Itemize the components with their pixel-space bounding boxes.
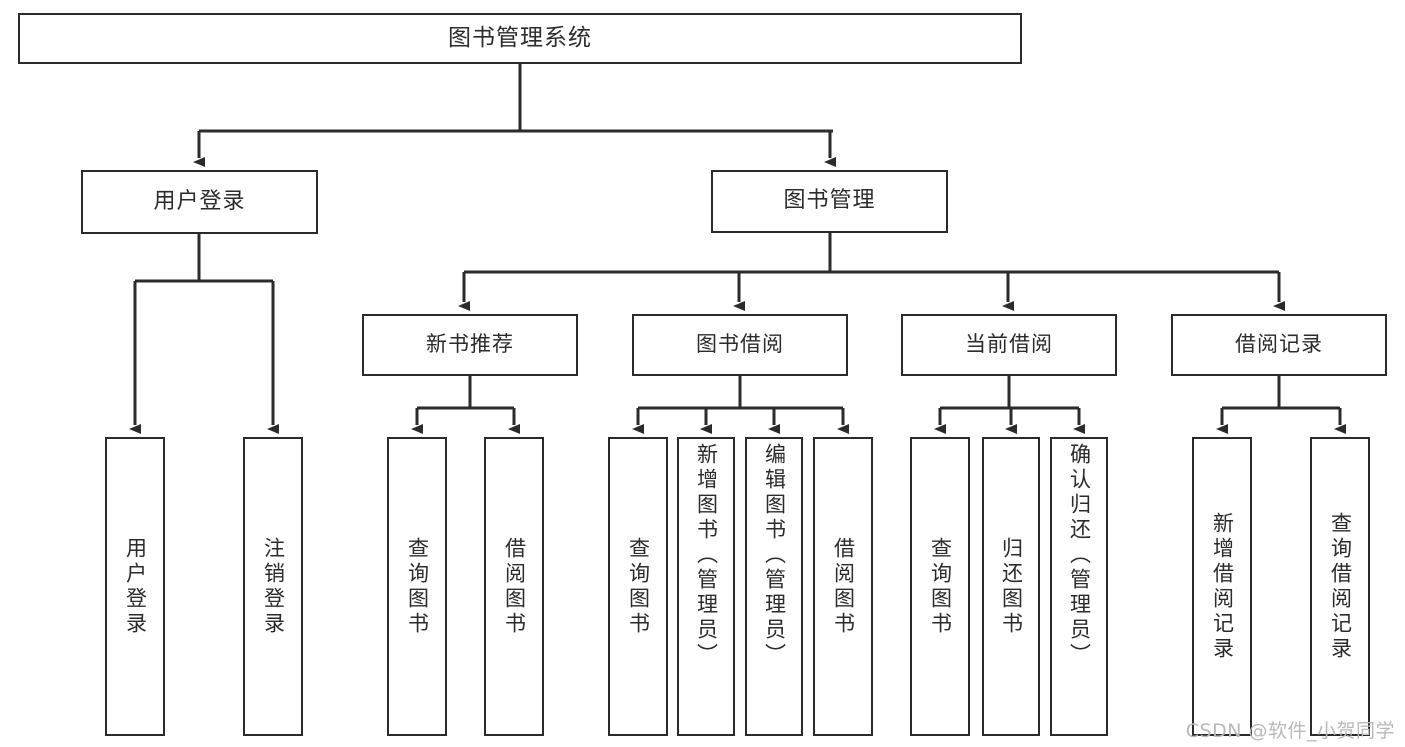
node-book-borrow-label: 图书借阅 (696, 332, 784, 357)
node-borrow-record[interactable]: 借阅记录 (1171, 314, 1387, 376)
node-leaf-query-book-recommend-label: 查询图书 (405, 536, 430, 637)
node-leaf-add-book-admin-label: 新增图书（管理员） (694, 443, 719, 668)
node-leaf-add-borrow-record-label: 新增借阅记录 (1210, 511, 1235, 662)
node-leaf-logout-label: 注销登录 (261, 536, 286, 637)
node-user-login[interactable]: 用户登录 (81, 170, 318, 234)
node-leaf-borrow-book-borrow[interactable]: 借阅图书 (813, 437, 873, 736)
node-leaf-logout[interactable]: 注销登录 (243, 437, 303, 736)
node-current-borrow[interactable]: 当前借阅 (901, 314, 1117, 376)
node-leaf-confirm-return-admin-label: 确认归还（管理员） (1067, 443, 1092, 668)
node-leaf-query-book-borrow-label: 查询图书 (626, 536, 651, 637)
node-leaf-user-login[interactable]: 用户登录 (105, 437, 165, 736)
node-current-borrow-label: 当前借阅 (965, 332, 1053, 357)
node-leaf-edit-book-admin-label: 编辑图书（管理员） (762, 443, 787, 668)
node-user-login-label: 用户登录 (153, 188, 246, 214)
node-leaf-edit-book-admin[interactable]: 编辑图书（管理员） (745, 437, 803, 736)
node-leaf-query-book-recommend[interactable]: 查询图书 (387, 437, 447, 736)
node-root[interactable]: 图书管理系统 (18, 13, 1022, 64)
node-leaf-return-book-label: 归还图书 (999, 536, 1024, 637)
node-leaf-borrow-book-recommend-label: 借阅图书 (502, 536, 527, 637)
node-leaf-query-book-current[interactable]: 查询图书 (910, 437, 970, 736)
node-leaf-query-borrow-record[interactable]: 查询借阅记录 (1310, 437, 1370, 736)
csdn-watermark: CSDN @软件_小贺同学 (1185, 720, 1395, 742)
node-leaf-return-book[interactable]: 归还图书 (982, 437, 1040, 736)
node-leaf-add-borrow-record[interactable]: 新增借阅记录 (1192, 437, 1252, 736)
node-leaf-user-login-label: 用户登录 (123, 536, 148, 637)
node-borrow-record-label: 借阅记录 (1235, 332, 1323, 357)
node-leaf-add-book-admin[interactable]: 新增图书（管理员） (677, 437, 735, 736)
node-leaf-confirm-return-admin[interactable]: 确认归还（管理员） (1050, 437, 1108, 736)
node-book-borrow[interactable]: 图书借阅 (632, 314, 848, 376)
node-root-label: 图书管理系统 (448, 24, 592, 51)
node-new-book-recommend-label: 新书推荐 (426, 332, 514, 357)
node-book-manage[interactable]: 图书管理 (711, 170, 948, 233)
node-leaf-borrow-book-recommend[interactable]: 借阅图书 (484, 437, 544, 736)
node-new-book-recommend[interactable]: 新书推荐 (362, 314, 578, 376)
node-leaf-query-borrow-record-label: 查询借阅记录 (1328, 511, 1353, 662)
node-leaf-borrow-book-borrow-label: 借阅图书 (831, 536, 856, 637)
node-leaf-query-book-current-label: 查询图书 (928, 536, 953, 637)
node-book-manage-label: 图书管理 (783, 188, 876, 214)
node-leaf-query-book-borrow[interactable]: 查询图书 (608, 437, 668, 736)
